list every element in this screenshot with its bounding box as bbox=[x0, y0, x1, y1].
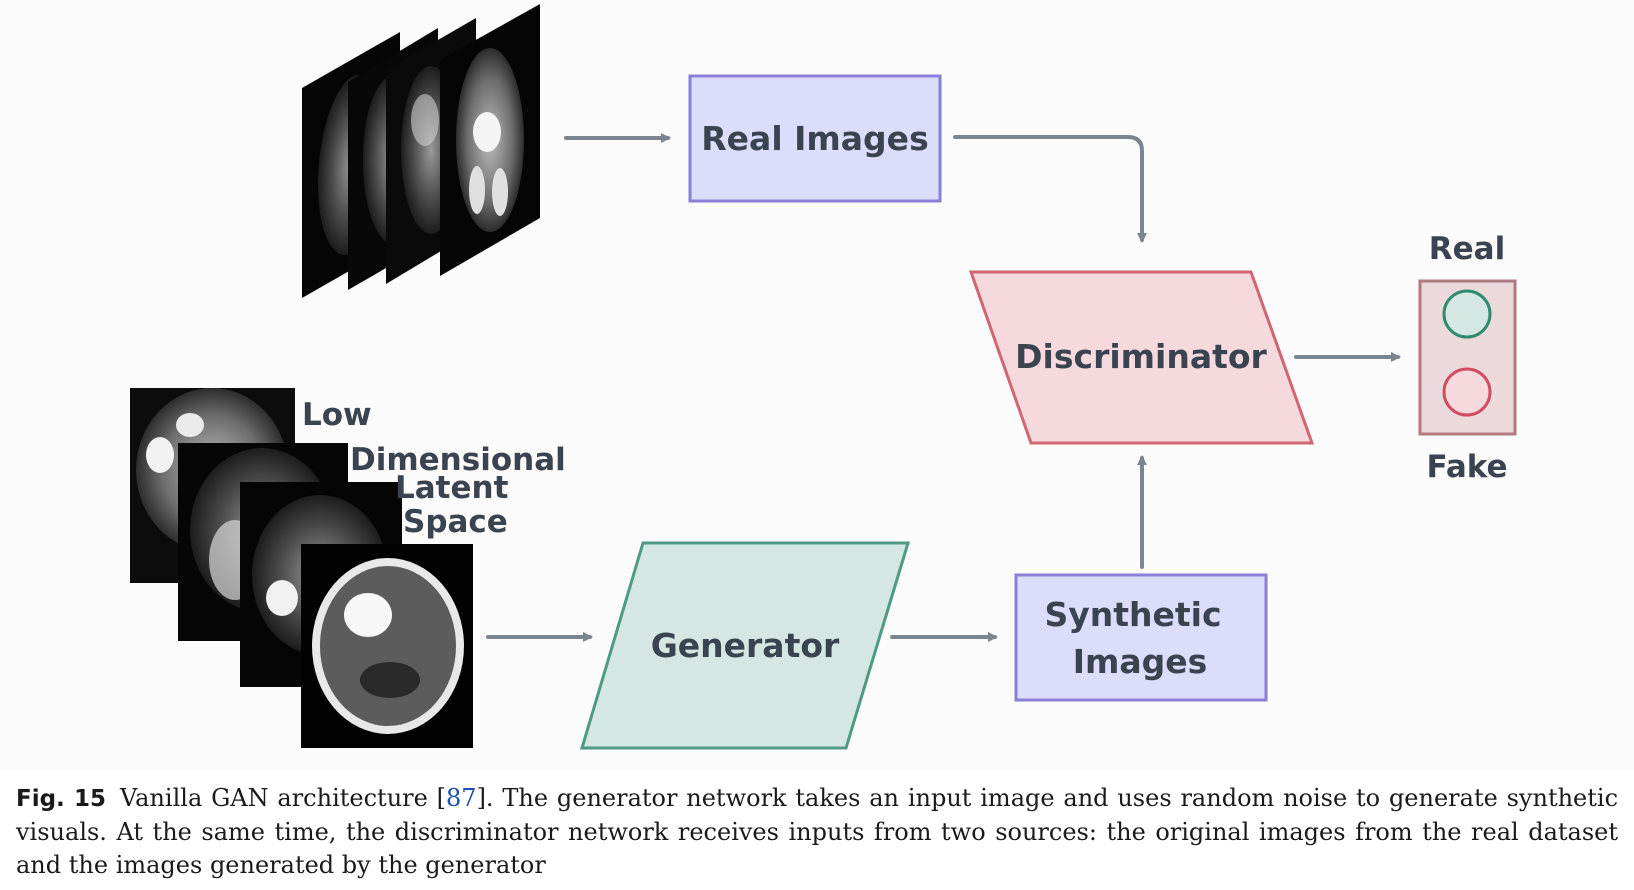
caption-text-end: ]. The generator network takes an input … bbox=[16, 784, 1619, 879]
caption-text-start: Vanilla GAN architecture [ bbox=[120, 784, 447, 812]
real-images-node: Real Images bbox=[688, 74, 942, 203]
gan-diagram: Low Dimensional Latent Space Real Images… bbox=[130, 4, 1517, 750]
latent-label-line3: Latent bbox=[395, 470, 509, 506]
output-fake-label: Fake bbox=[1426, 449, 1507, 485]
generator-label: Generator bbox=[651, 626, 840, 665]
output-indicator: Real Fake bbox=[1418, 231, 1517, 485]
output-real-label: Real bbox=[1429, 231, 1505, 267]
latent-space-label: Low Dimensional Latent Space bbox=[302, 397, 566, 540]
latent-mri-stack bbox=[130, 388, 473, 748]
figure-number: Fig. 15 bbox=[16, 786, 107, 812]
latent-label-line1: Low bbox=[302, 397, 372, 433]
real-circle-icon bbox=[1442, 289, 1492, 339]
real-images-label: Real Images bbox=[701, 119, 928, 158]
real-mri-stack bbox=[302, 4, 540, 298]
figure-caption: Fig. 15 Vanilla GAN architecture [87]. Th… bbox=[16, 782, 1618, 882]
latent-label-line2: Dimensional bbox=[350, 442, 566, 478]
generator-node: Generator bbox=[579, 541, 911, 750]
synthetic-images-label-line2: Images bbox=[1073, 642, 1208, 681]
latent-mri-4 bbox=[301, 544, 473, 748]
synthetic-images-node: Synthetic Images bbox=[1014, 573, 1268, 702]
gan-architecture-figure: Low Dimensional Latent Space Real Images… bbox=[130, 4, 1517, 750]
arrows bbox=[486, 133, 1401, 642]
mri-slice-4 bbox=[440, 4, 540, 276]
discriminator-label: Discriminator bbox=[1015, 337, 1267, 376]
discriminator-node: Discriminator bbox=[968, 270, 1315, 445]
latent-label-line4: Space bbox=[403, 504, 508, 540]
synthetic-images-label-line1: Synthetic bbox=[1044, 595, 1221, 634]
reference-link[interactable]: 87 bbox=[446, 784, 477, 812]
arrow-real-images-to-discriminator bbox=[953, 135, 1147, 243]
fake-circle-icon bbox=[1442, 367, 1492, 417]
